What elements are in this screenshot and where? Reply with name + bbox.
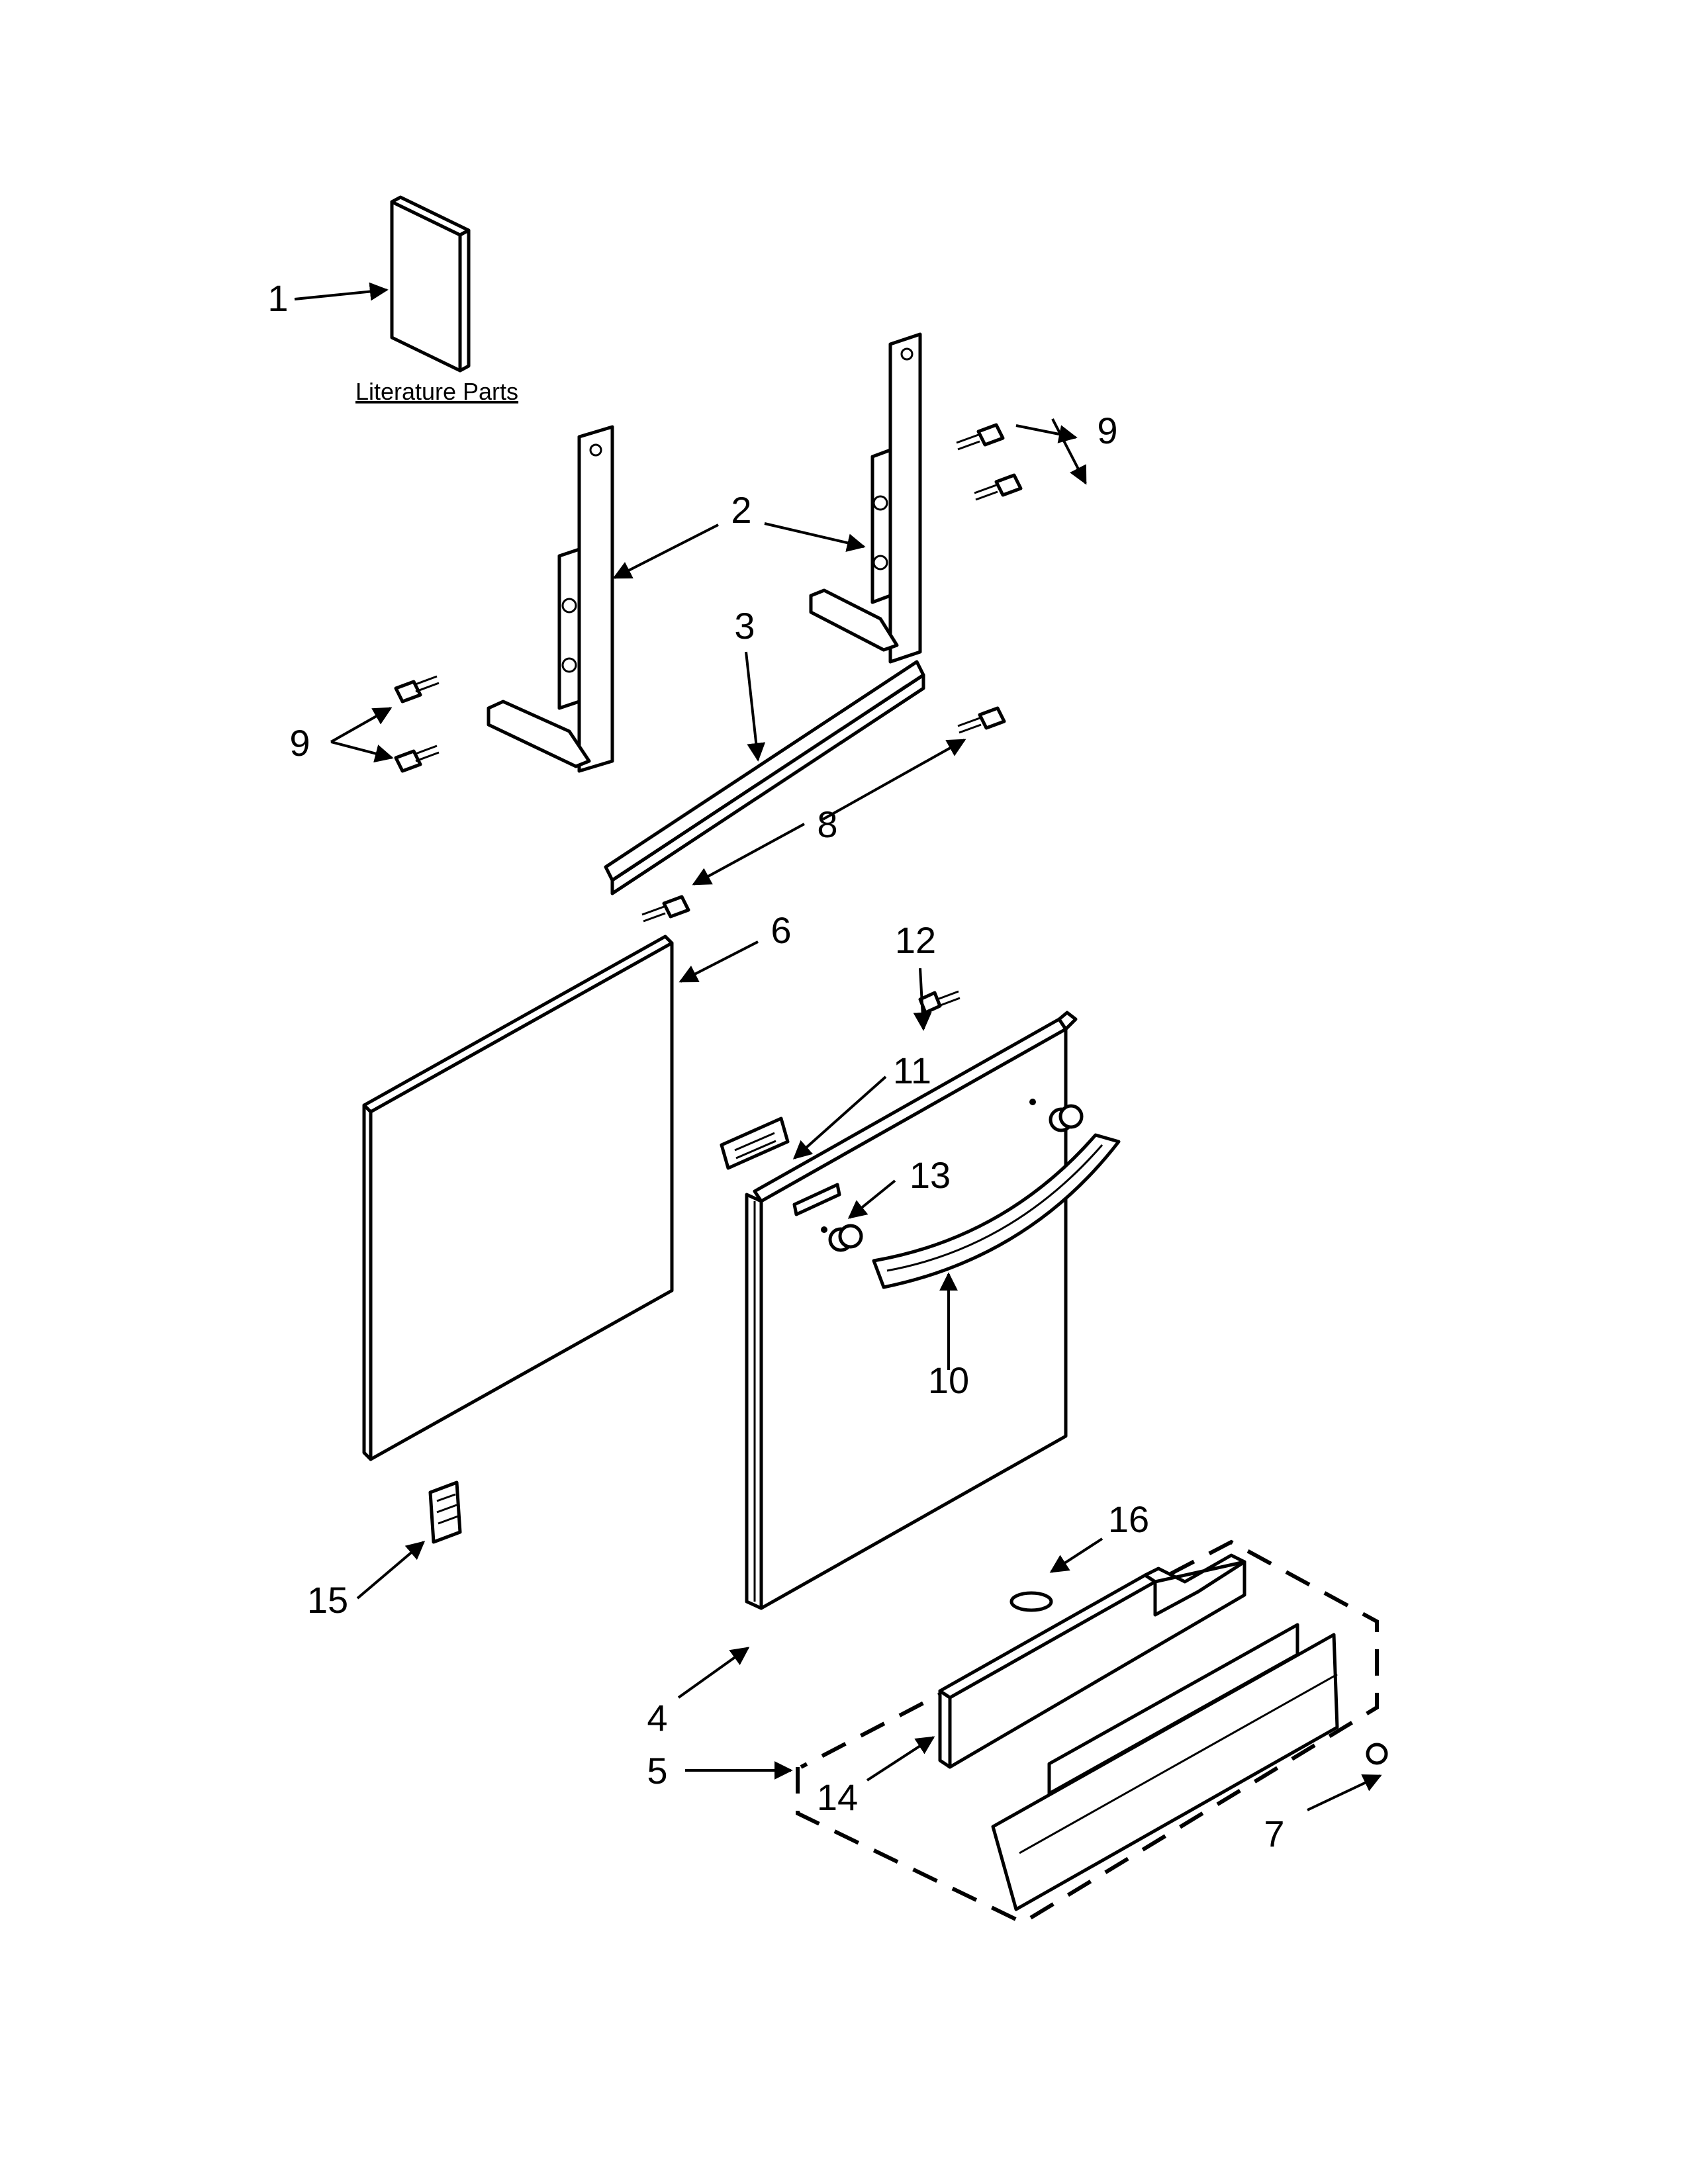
handle-mount-left [821, 1224, 863, 1252]
callout-labels: 1 2 3 8 9 9 6 12 11 13 10 16 15 4 5 14 7 [267, 277, 1284, 1854]
toe-panel-insulation [938, 1553, 1246, 1769]
callout-15: 15 [307, 1579, 348, 1621]
door-plug [1009, 1591, 1053, 1612]
callout-9-left: 9 [289, 722, 310, 764]
callout-8: 8 [817, 803, 837, 845]
callout-14: 14 [817, 1776, 858, 1818]
screw-9-left-lower [394, 745, 440, 773]
door-panel [745, 1011, 1078, 1610]
screw-9-left-upper [394, 675, 440, 704]
literature-booklet [390, 195, 471, 373]
door-handle [872, 1133, 1121, 1289]
screw-9-right-lower [974, 473, 1023, 501]
left-mounting-bracket [487, 425, 614, 773]
control-badge [720, 1116, 841, 1216]
callout-3: 3 [734, 605, 755, 647]
toe-panel-assembly-outline [796, 1539, 1379, 1925]
callout-5: 5 [647, 1750, 667, 1792]
right-mounting-bracket [809, 332, 922, 664]
screw-12 [918, 990, 961, 1015]
callout-12: 12 [895, 919, 936, 961]
callout-13: 13 [910, 1154, 951, 1196]
callout-7: 7 [1264, 1813, 1284, 1854]
callout-10: 10 [928, 1359, 969, 1401]
callout-2: 2 [731, 489, 751, 531]
callout-6: 6 [771, 909, 791, 951]
callout-4: 4 [647, 1697, 667, 1739]
screw-8-right [957, 706, 1006, 734]
screw-8-left [641, 895, 690, 923]
handle-mount-right [1029, 1099, 1084, 1132]
callout-11: 11 [893, 1050, 931, 1091]
panel-clip [428, 1480, 462, 1544]
toe-panel [991, 1623, 1388, 1911]
leader-lines [294, 282, 1382, 1811]
literature-parts-caption: Literature Parts [355, 378, 518, 405]
top-rail [604, 660, 925, 895]
callout-16: 16 [1108, 1498, 1149, 1540]
toe-panel-screw [1366, 1743, 1388, 1765]
side-panel [362, 934, 674, 1461]
callout-1: 1 [267, 277, 288, 319]
screw-9-right-upper [956, 423, 1005, 451]
callout-9-right: 9 [1097, 410, 1117, 451]
